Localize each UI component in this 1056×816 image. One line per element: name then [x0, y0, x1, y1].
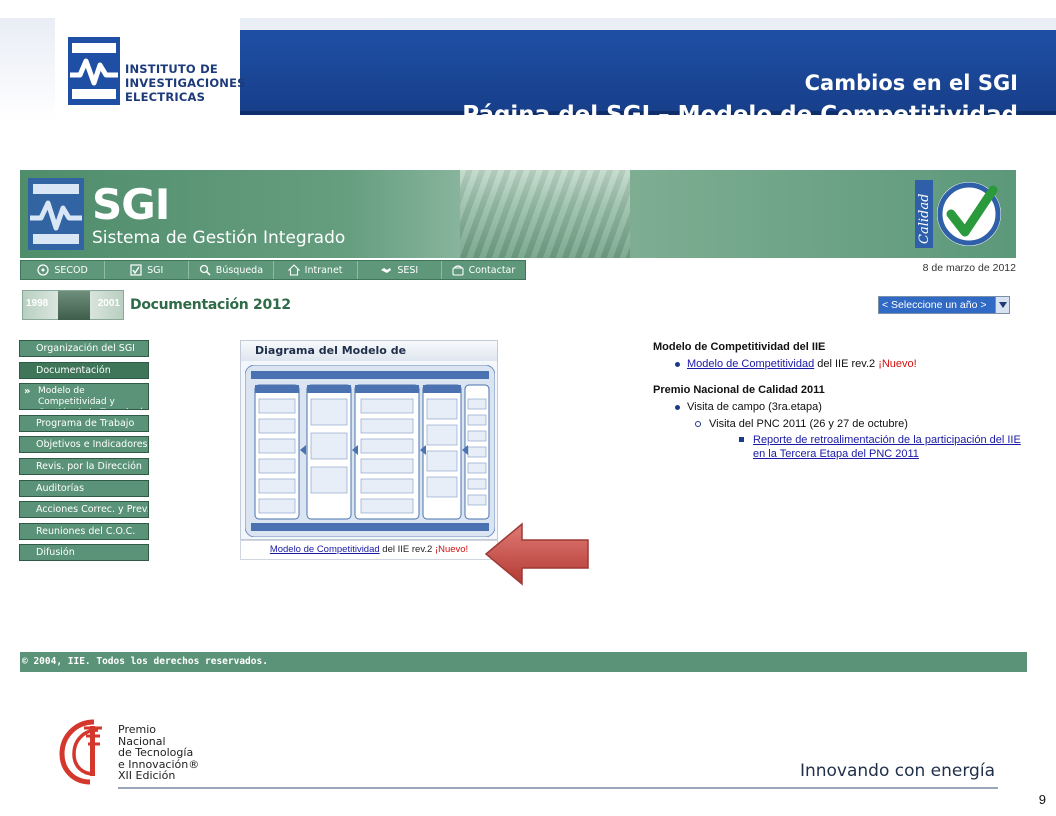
nav-intranet[interactable]: Intranet [274, 261, 358, 279]
list-item: Reporte de retroalimentación de la parti… [653, 433, 1033, 461]
tagline: Innovando con energía [799, 761, 995, 781]
sgi-brand: SGI [92, 180, 170, 229]
list-item: Visita del PNC 2011 (26 y 27 de octubre) [653, 417, 1033, 431]
sgi-logo-icon [28, 178, 84, 250]
nav-label: SGI [147, 264, 164, 276]
new-badge: ¡Nuevo! [878, 358, 917, 370]
badge-year-end: 2001 [97, 298, 120, 309]
network-icon [37, 264, 49, 276]
phone-icon [452, 265, 464, 276]
award-line: XII Edición [118, 769, 176, 782]
sgi-brand-subtitle: Sistema de Gestión Integrado [92, 228, 346, 248]
side-menu: Organización del SGI Documentación » Mod… [19, 340, 149, 566]
double-chevron-right-icon: » [24, 386, 31, 398]
year-select[interactable]: < Seleccione un año > [878, 296, 1010, 314]
section-title-premio: Premio Nacional de Calidad 2011 [653, 384, 825, 396]
competitiveness-diagram[interactable]: Diagrama del Modelo de Competitividad de… [240, 340, 498, 540]
menu-auditorias[interactable]: Auditorías [19, 479, 149, 497]
check-tool-icon [130, 264, 142, 276]
award-line: de Tecnología [118, 746, 194, 759]
iie-logo-text: INSTITUTO DE INVESTIGACIONES ELECTRICAS [125, 62, 246, 104]
nav-label: Búsqueda [215, 264, 264, 276]
list-item-text: Visita de campo (3ra.etapa) [687, 401, 822, 413]
bullet-icon [675, 405, 680, 410]
award-line: e Innovación® [118, 757, 200, 771]
banner-photo [460, 170, 630, 258]
premio-nacional-text: Premio Nacional de Tecnología e Innovaci… [118, 724, 199, 782]
banner-photo-fade [350, 170, 460, 258]
menu-reuniones[interactable]: Reuniones del C.O.C. [19, 522, 149, 540]
chevron-down-icon[interactable] [995, 297, 1009, 313]
home-icon [287, 264, 300, 276]
site-navbar: SECOD SGI Búsqueda Intranet SESI Contact… [20, 260, 526, 280]
nav-secod[interactable]: SECOD [21, 261, 106, 279]
menu-acciones[interactable]: Acciones Correc. y Prev. [19, 501, 149, 519]
nav-label: Intranet [304, 264, 343, 276]
diagram-graphic [245, 365, 495, 537]
nav-label: SECOD [54, 264, 88, 276]
reporte-retroalimentacion-link[interactable]: Reporte de retroalimentación de la parti… [753, 434, 1021, 460]
slide-title-line1: Cambios en el SGI [804, 71, 1018, 95]
year-select-value: < Seleccione un año > [879, 297, 995, 313]
menu-difusion[interactable]: Difusión [19, 544, 149, 562]
diagram-caption-link: Modelo de Competitividad del IIE rev.2 ¡… [240, 540, 498, 560]
logo-line: INVESTIGACIONES [125, 76, 246, 90]
documentation-badge: 1998 2001 [22, 290, 124, 320]
bullet-square-icon [739, 437, 744, 442]
menu-label: Modelo de Competitividad y Gestión de la… [38, 386, 148, 409]
left-arrow-icon [484, 522, 589, 586]
slide-title: Cambios en el SGI Página del SGI – Model… [462, 68, 1018, 132]
site-banner: SGI Sistema de Gestión Integrado Calidad [20, 170, 1016, 258]
new-badge: ¡Nuevo! [434, 544, 469, 555]
premio-nacional-logo-icon [59, 719, 102, 785]
site-date: 8 de marzo de 2012 [922, 262, 1016, 274]
nav-contactar[interactable]: Contactar [442, 261, 525, 279]
footer-divider [118, 787, 998, 789]
award-line: Nacional [118, 734, 166, 748]
nav-sgi[interactable]: SGI [105, 261, 190, 279]
slide-title-bar: Cambios en el SGI Página del SGI – Model… [240, 30, 1056, 128]
list-item-text: Visita del PNC 2011 (26 y 27 de octubre) [709, 418, 908, 430]
modelo-competitividad-link[interactable]: Modelo de Competitividad [269, 544, 380, 555]
magnifier-icon [199, 264, 211, 276]
modelo-competitividad-link[interactable]: Modelo de Competitividad [687, 358, 815, 370]
page-number: 9 [1038, 792, 1046, 807]
menu-programa[interactable]: Programa de Trabajo [19, 414, 149, 432]
diagram-title: Diagrama del Modelo de Competitividad de… [241, 341, 497, 377]
site-footer: © 2004, IIE. Todos los derechos reservad… [20, 652, 1027, 672]
nav-label: Contactar [468, 264, 516, 276]
list-item: Visita de campo (3ra.etapa) [653, 400, 1033, 414]
award-line: Premio [118, 723, 156, 736]
iie-logo-icon [68, 37, 120, 105]
logo-line: INSTITUTO DE [125, 62, 218, 76]
logo-line: ELECTRICAS [125, 90, 206, 104]
calidad-iso-badge-icon: Calidad [915, 180, 1001, 248]
caption-rest: del IIE rev.2 [379, 544, 435, 555]
svg-text:Calidad: Calidad [917, 194, 932, 244]
documentation-title: Documentación 2012 [130, 297, 291, 313]
menu-revision[interactable]: Revis. por la Dirección [19, 457, 149, 475]
bullet-ring-icon [695, 421, 701, 427]
list-item: Modelo de Competitividad del IIE rev.2 ¡… [653, 357, 1033, 371]
nav-busqueda[interactable]: Búsqueda [189, 261, 274, 279]
nav-sesi[interactable]: SESI [358, 261, 442, 279]
menu-organizacion[interactable]: Organización del SGI [19, 340, 149, 357]
section-title-modelo: Modelo de Competitividad del IIE [653, 341, 826, 353]
nav-label: SESI [397, 264, 419, 276]
content-area: Modelo de Competitividad del IIE Modelo … [653, 340, 1033, 463]
menu-documentacion[interactable]: Documentación [19, 361, 149, 379]
bullet-icon [675, 362, 680, 367]
slide-title-line2: Página del SGI – Modelo de Competitivida… [462, 102, 1018, 128]
file-cabinet-icon [58, 291, 90, 320]
menu-objetivos[interactable]: Objetivos e Indicadores [19, 436, 149, 454]
badge-year-start: 1998 [26, 298, 49, 309]
item-rest: del IIE rev.2 [814, 358, 879, 370]
menu-modelo-competitividad[interactable]: » Modelo de Competitividad y Gestión de … [19, 383, 149, 411]
handshake-icon [381, 268, 392, 273]
